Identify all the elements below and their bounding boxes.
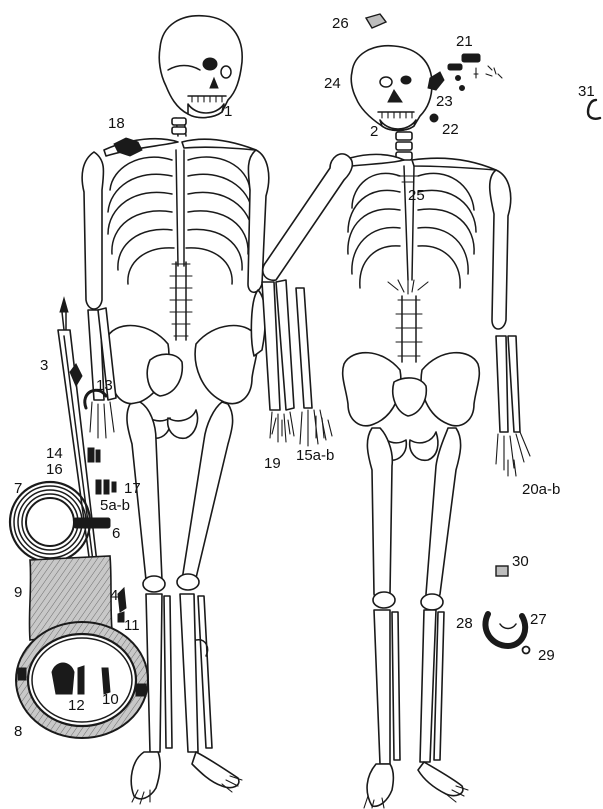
label-10: 10 xyxy=(102,692,119,707)
skull-right xyxy=(351,46,432,131)
object-26 xyxy=(366,14,386,28)
object-31 xyxy=(588,100,600,119)
label-25: 25 xyxy=(408,188,425,203)
object-30 xyxy=(496,566,508,576)
bead-22 xyxy=(430,114,438,122)
object-4 xyxy=(118,588,126,612)
label-27: 27 xyxy=(530,612,547,627)
right-arm-right-skeleton xyxy=(490,170,530,470)
label-15a-b: 15a-b xyxy=(296,448,334,463)
label-31: 31 xyxy=(578,84,595,99)
label-19: 19 xyxy=(264,456,281,471)
label-5a-b: 5a-b xyxy=(100,498,130,513)
label-2: 2 xyxy=(370,124,378,139)
label-26: 26 xyxy=(332,16,349,31)
label-11: 11 xyxy=(124,618,140,633)
label-23: 23 xyxy=(436,94,453,109)
label-7: 7 xyxy=(14,481,22,496)
left-arm-right-skeleton xyxy=(262,154,352,446)
object-12 xyxy=(52,663,74,694)
label-3: 3 xyxy=(40,358,48,373)
label-17: 17 xyxy=(124,481,141,496)
label-14: 14 xyxy=(46,446,63,461)
label-6: 6 xyxy=(112,526,120,541)
label-20a-b: 20a-b xyxy=(522,482,560,497)
label-29: 29 xyxy=(538,648,555,663)
label-30: 30 xyxy=(512,554,529,569)
label-21: 21 xyxy=(456,34,473,49)
label-24: 24 xyxy=(324,76,341,91)
object-21 xyxy=(462,54,480,62)
label-12: 12 xyxy=(68,698,85,713)
label-16: 16 xyxy=(46,462,63,477)
ribcage-right xyxy=(348,166,476,294)
label-22: 22 xyxy=(442,122,459,137)
label-28: 28 xyxy=(456,616,473,631)
buckle-6 xyxy=(74,518,110,528)
label-8: 8 xyxy=(14,724,22,739)
label-9: 9 xyxy=(14,585,22,600)
torc-27-28 xyxy=(485,614,525,646)
ring-29 xyxy=(523,647,530,654)
label-13: 13 xyxy=(96,378,113,393)
label-18: 18 xyxy=(108,116,125,131)
skeleton-right xyxy=(262,46,530,808)
label-4: 4 xyxy=(110,588,118,603)
label-1: 1 xyxy=(224,104,232,119)
